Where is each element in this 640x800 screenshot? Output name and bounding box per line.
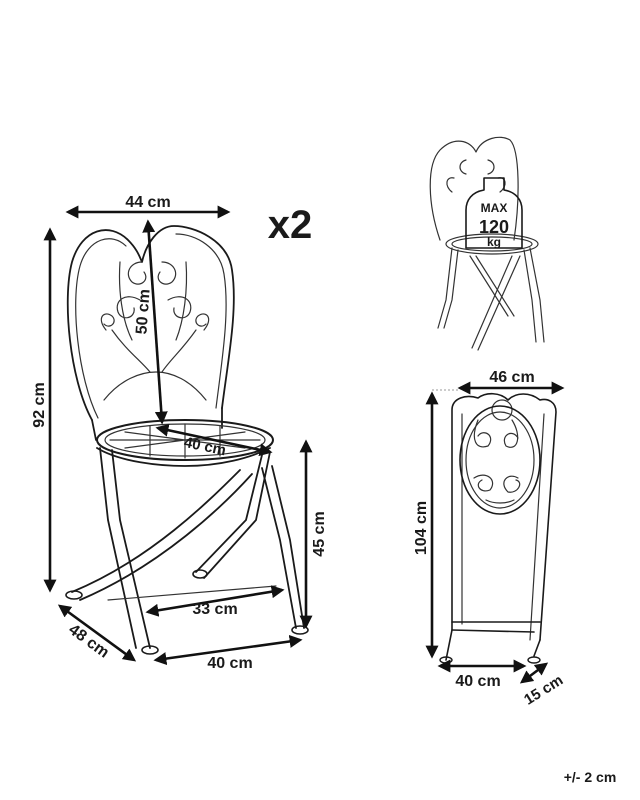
width-top-label: 44 cm xyxy=(125,194,170,211)
load-chair-drawing xyxy=(429,136,545,351)
backrest-height-label: 50 cm xyxy=(133,288,153,334)
depth-arrow xyxy=(57,604,137,662)
folded-depth-arrow xyxy=(519,662,549,684)
folded-chair-drawing xyxy=(439,392,557,664)
folded-base-width-label: 40 cm xyxy=(455,673,500,690)
folded-width-label: 46 cm xyxy=(489,369,534,386)
leg-span-arrow xyxy=(145,585,285,617)
load-unit-label: kg xyxy=(487,235,501,249)
leg-span-label: 33 cm xyxy=(192,601,237,618)
seat-diameter-arrow xyxy=(155,423,273,457)
load-value-label: 120 xyxy=(479,217,509,237)
height-total-label: 92 cm xyxy=(31,382,48,427)
base-width-label: 40 cm xyxy=(207,655,252,672)
backrest-height-arrow xyxy=(142,219,168,425)
folded-height-label: 104 cm xyxy=(413,501,430,555)
folded-dimensions xyxy=(425,381,565,684)
main-dimensions xyxy=(43,205,313,666)
quantity-label: x2 xyxy=(268,203,313,247)
load-max-label: MAX xyxy=(481,201,508,215)
tolerance-label: +/- 2 cm xyxy=(564,769,617,785)
base-width-arrow xyxy=(153,634,303,666)
seat-height-label: 45 cm xyxy=(311,511,328,556)
